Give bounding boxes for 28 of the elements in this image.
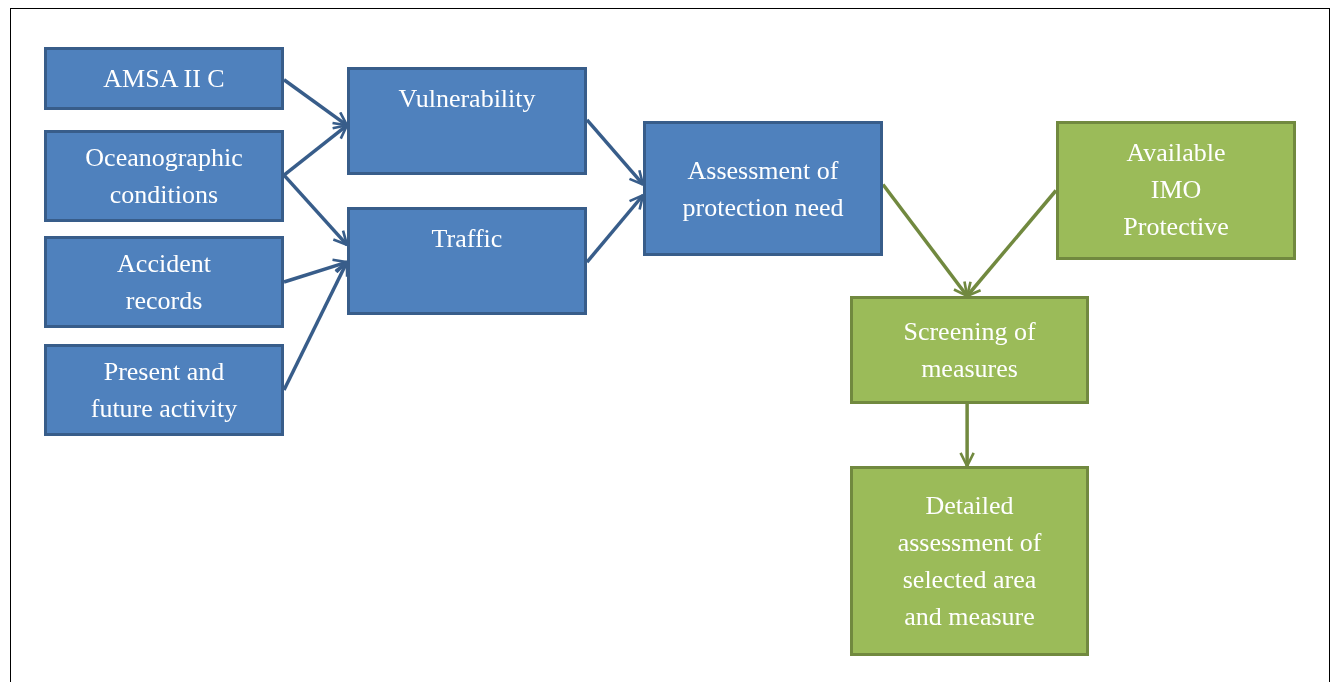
process-box xyxy=(643,121,883,256)
box-label: Detailed assessment of selected area and measure xyxy=(896,490,1043,633)
arrow xyxy=(585,193,645,264)
process-box xyxy=(44,236,284,328)
arrow xyxy=(282,78,349,127)
arrow xyxy=(585,118,645,186)
box-label: Screening of measures xyxy=(902,316,1037,385)
arrow xyxy=(282,123,349,177)
arrow xyxy=(881,183,969,298)
box-label: Vulnerability xyxy=(398,83,536,115)
box-label: Present and future activity xyxy=(89,356,239,425)
box-label: Traffic xyxy=(431,223,503,255)
process-box xyxy=(850,296,1089,404)
arrow xyxy=(965,189,1058,298)
box-label: Accident records xyxy=(116,248,212,317)
process-box xyxy=(850,466,1089,656)
process-box xyxy=(44,344,284,436)
process-box xyxy=(44,130,284,222)
process-box xyxy=(1056,121,1296,260)
arrow xyxy=(282,173,349,247)
box-label: Available IMO Protective xyxy=(1122,137,1230,243)
box-label: Assessment of protection need xyxy=(681,154,845,224)
box-label: AMSA II C xyxy=(103,63,225,95)
process-box xyxy=(44,47,284,110)
box-label: Oceanographic conditions xyxy=(84,142,244,211)
process-box xyxy=(347,207,587,315)
process-box xyxy=(347,67,587,175)
arrow xyxy=(959,404,975,468)
